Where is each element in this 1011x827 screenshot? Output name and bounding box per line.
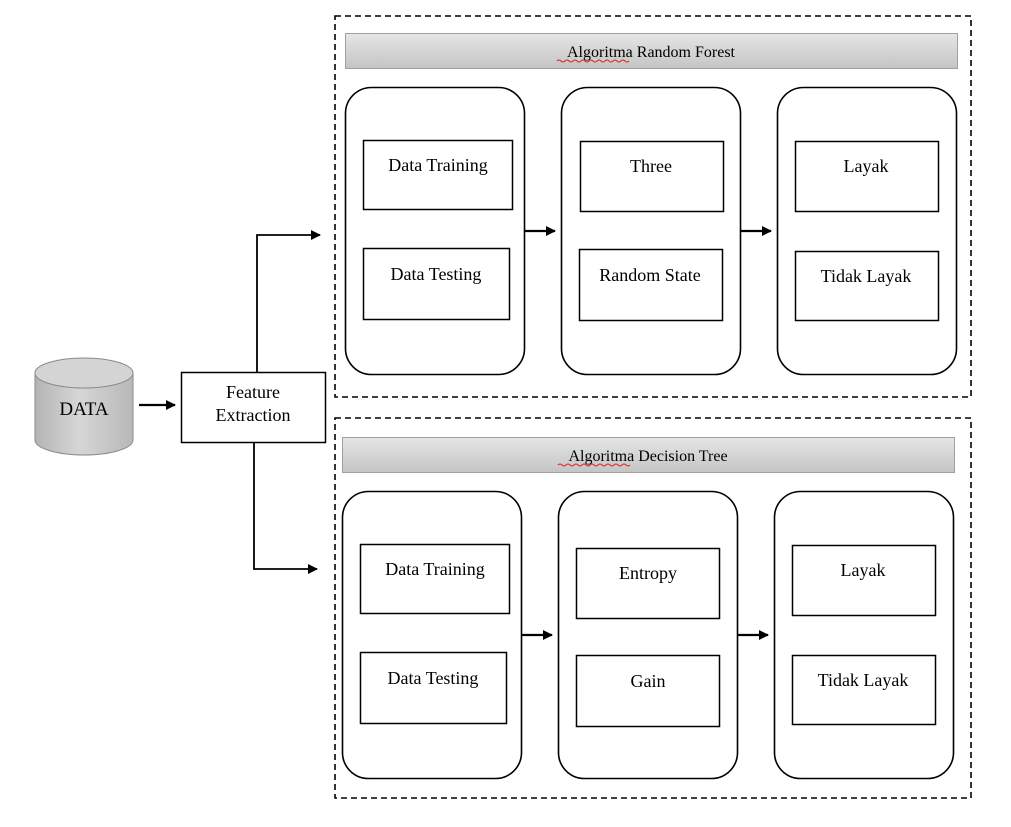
dt-layak-box bbox=[791, 544, 937, 617]
arrow-feature-to-decision-tree bbox=[253, 443, 318, 574]
decision-tree-dashed-border bbox=[334, 417, 972, 799]
rf-tidak-layak-label: Tidak Layak bbox=[821, 266, 912, 286]
rf-input-stage-panel bbox=[344, 86, 526, 376]
random-forest-group: Algoritma Random Forest Data Training Da… bbox=[334, 15, 972, 398]
spellcheck-underline bbox=[557, 463, 631, 467]
rf-tidak-layak-box bbox=[794, 250, 940, 322]
decision-tree-group: Algoritma Decision Tree Data Training Da… bbox=[334, 417, 972, 799]
dt-layak-label: Layak bbox=[841, 560, 886, 580]
random-forest-title: Algoritma Random Forest bbox=[567, 44, 736, 61]
data-source-cylinder: DATA bbox=[34, 357, 134, 456]
dt-data-testing-label: Data Testing bbox=[388, 668, 479, 688]
dt-data-testing-box bbox=[359, 651, 508, 725]
rf-three-box bbox=[579, 140, 725, 213]
random-forest-header-bar bbox=[345, 33, 958, 69]
rf-layak-label: Layak bbox=[844, 156, 889, 176]
decision-tree-title: Algoritma Decision Tree bbox=[568, 448, 727, 465]
dt-gain-box bbox=[575, 654, 721, 728]
rf-output-stage-panel bbox=[776, 86, 958, 376]
dt-gain-label: Gain bbox=[631, 671, 666, 691]
dt-input-stage-panel bbox=[341, 490, 523, 780]
rf-process-stage-panel bbox=[560, 86, 742, 376]
rf-data-training-label: Data Training bbox=[388, 155, 488, 175]
feature-label-line2: Extraction bbox=[216, 405, 291, 425]
dt-data-training-label: Data Training bbox=[385, 559, 485, 579]
rf-layak-box bbox=[794, 140, 940, 213]
dt-process-stage-panel bbox=[557, 490, 739, 780]
decision-tree-header-bar bbox=[342, 437, 955, 473]
rf-data-testing-label: Data Testing bbox=[391, 264, 482, 284]
spellcheck-underline bbox=[556, 59, 630, 63]
dt-output-stage-panel bbox=[773, 490, 955, 780]
rf-data-training-box bbox=[362, 139, 514, 211]
arrow-feature-to-random-forest bbox=[256, 230, 321, 372]
rf-data-testing-box bbox=[362, 247, 511, 321]
dt-data-training-box bbox=[359, 543, 511, 615]
dt-entropy-label: Entropy bbox=[619, 563, 677, 583]
dt-tidak-layak-label: Tidak Layak bbox=[818, 670, 909, 690]
random-forest-dashed-border bbox=[334, 15, 972, 398]
data-label: DATA bbox=[59, 399, 108, 420]
dt-tidak-layak-box bbox=[791, 654, 937, 726]
feature-label-line1: Feature bbox=[226, 382, 280, 402]
rf-random-state-label: Random State bbox=[599, 265, 701, 285]
rf-three-label: Three bbox=[630, 156, 672, 176]
feature-extraction-box: Feature Extraction bbox=[180, 371, 327, 444]
rf-random-state-box bbox=[578, 248, 724, 322]
dt-entropy-box bbox=[575, 547, 721, 620]
